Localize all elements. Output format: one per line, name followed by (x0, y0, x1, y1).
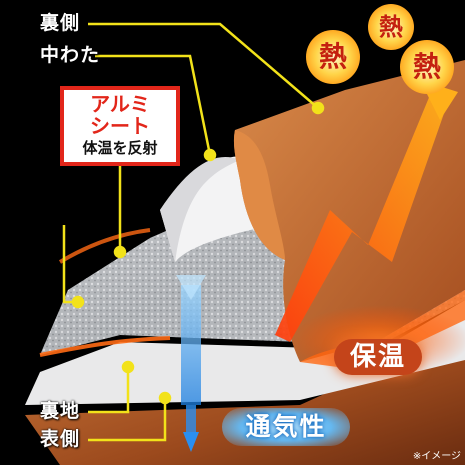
leader-line-naka-wata (95, 54, 212, 156)
leader-line-omote-gawa (88, 398, 167, 442)
image-note: ※イメージ (412, 451, 461, 462)
alumi-title-2: シート (90, 114, 150, 138)
label-naka-wata: 中わた (40, 44, 101, 66)
alumi-title-1: アルミ (90, 92, 150, 116)
airflow-arrow (181, 285, 201, 405)
label-ura-gawa: 裏側 (40, 12, 81, 34)
heat-mark-1: 熱 (368, 4, 414, 50)
warmth-badge: 保温 (334, 339, 422, 375)
heat-mark-3: 熱 (400, 40, 454, 94)
alumi-subtitle: 体温を反射 (82, 139, 158, 157)
alumi-sheet-callout: アルミ シート 体温を反射 (60, 86, 180, 166)
label-ura-ji: 裏地 (40, 400, 81, 422)
back-fabric-layer (233, 60, 465, 362)
heat-mark-2: 熱 (306, 30, 360, 84)
heat-reflection-arrow (275, 95, 448, 342)
breathability-badge: 通気性 (222, 408, 350, 446)
leader-line-ura-ji (88, 367, 130, 414)
lining-layer (25, 300, 465, 405)
outer-fabric-layer (25, 330, 465, 465)
label-omote-gawa: 表側 (40, 428, 81, 450)
leader-line-ura-gawa (88, 22, 319, 109)
